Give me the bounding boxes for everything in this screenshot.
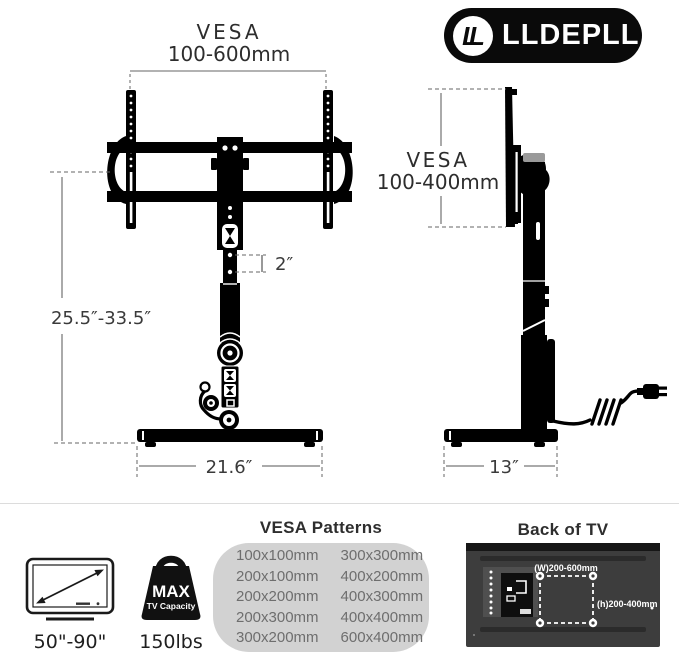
base-depth-label: 13″ [489, 457, 519, 478]
vesa-pattern: 200x300mm [236, 608, 319, 626]
front-base [137, 429, 323, 447]
vesa-pattern: 400x300mm [340, 588, 424, 606]
vesa-pattern: 100x100mm [236, 547, 319, 565]
vesa-pattern: 200x200mm [236, 588, 319, 606]
front-vesa-range: 100-600mm [168, 42, 291, 66]
front-vesa-title: VESA [196, 20, 261, 44]
side-vesa-dimension: VESA 100-400mm [377, 88, 506, 228]
tv-size-label: 50"-90" [33, 631, 107, 653]
vesa-patterns-column-2: 300x300mm 400x200mm 400x300mm 400x400mm … [341, 546, 424, 649]
max-capacity-icon-title: MAX [152, 582, 190, 601]
base-depth-dimension: 13″ [443, 446, 558, 478]
side-view: VESA 100-400mm 13″ [377, 87, 667, 478]
back-of-tv-title: Back of TV [517, 520, 609, 539]
tv-size-spec: 50"-90" [22, 556, 118, 653]
hole-spacing-label: 2″ [275, 254, 293, 275]
cable-hook [198, 381, 222, 421]
front-vesa-dimension-lines [129, 70, 327, 90]
brand-name: LLDEPLL [502, 19, 640, 51]
vesa-pattern: 300x300mm [340, 547, 424, 565]
vesa-pattern: 600x400mm [340, 629, 424, 647]
max-capacity-spec: MAX TV Capacity 150lbs [136, 548, 206, 653]
power-plug-icon [637, 384, 667, 399]
power-cord [551, 389, 641, 426]
weight-icon: MAX TV Capacity [141, 555, 201, 620]
height-dimension: 25.5″-33.5″ [50, 171, 151, 444]
center-column-front [198, 137, 249, 430]
tv-stand-technical-drawing: VESA 100-600mm [50, 20, 667, 478]
tv-diagonal-icon [25, 557, 115, 621]
vesa-patterns-column-1: 100x100mm 200x100mm 200x200mm 200x300mm … [236, 546, 319, 649]
side-vesa-title: VESA [406, 148, 469, 172]
brand-logo-icon: LL [453, 15, 493, 56]
vesa-pattern: 300x200mm [236, 629, 319, 647]
tv-panel-profile [505, 87, 515, 227]
vesa-height-label: (h)200-400mm [597, 599, 658, 609]
base-width-dimension: 21.6″ [136, 446, 323, 478]
vesa-pattern: 400x400mm [340, 608, 424, 626]
vesa-patterns-title: VESA Patterns [259, 518, 383, 537]
front-view: VESA 100-600mm [50, 20, 353, 478]
height-range-label: 25.5″-33.5″ [51, 308, 151, 329]
vesa-hole-square: (W)200-600mm (h)200-400mm [534, 563, 658, 628]
base-width-label: 21.6″ [206, 457, 253, 478]
vesa-patterns-panel: 100x100mm 200x100mm 200x200mm 200x300mm … [213, 543, 429, 652]
center-column-side [521, 153, 555, 430]
tv-ports-panel [483, 567, 538, 617]
max-capacity-icon-subtitle: TV Capacity [147, 601, 196, 611]
side-vesa-range: 100-400mm [377, 170, 500, 194]
back-of-tv-illustration: (W)200-600mm (h)200-400mm [466, 543, 660, 647]
vesa-pattern: 200x100mm [236, 567, 319, 585]
side-base [444, 429, 558, 447]
hole-spacing-dimension: 2″ [235, 254, 293, 275]
section-divider [0, 503, 679, 504]
vesa-width-label: (W)200-600mm [534, 563, 598, 573]
vesa-pattern: 400x200mm [340, 567, 424, 585]
max-capacity-label: 150lbs [139, 631, 203, 653]
brand-logo: LL LLDEPLL [444, 8, 642, 63]
